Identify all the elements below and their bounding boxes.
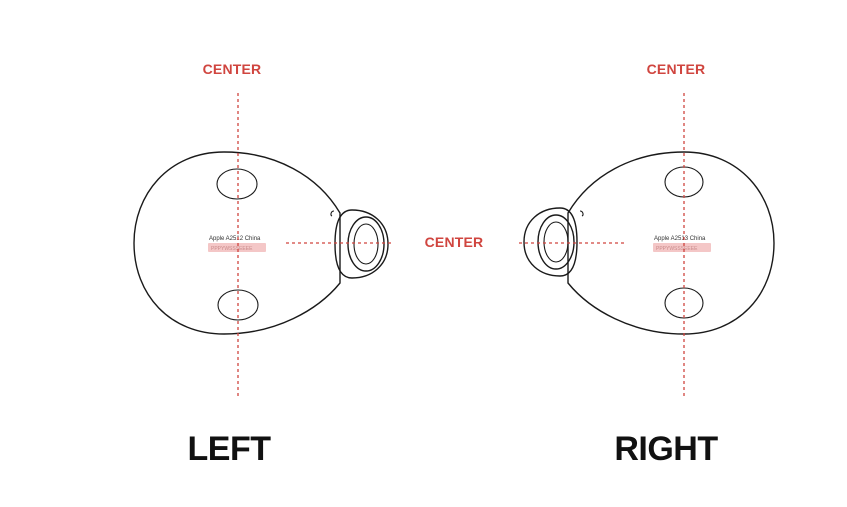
left-earbud-body xyxy=(133,151,341,335)
center-label-left: CENTER xyxy=(203,61,262,77)
left-model-text: Apple A2512 China xyxy=(209,236,261,242)
right-serial-highlight xyxy=(653,243,711,252)
left-vent-mark xyxy=(330,210,335,217)
right-side-label: RIGHT xyxy=(614,430,718,468)
left-sensor-bottom xyxy=(217,289,259,321)
right-vent-mark xyxy=(579,210,584,217)
left-ear-tip xyxy=(334,209,389,279)
left-serial-highlight xyxy=(208,243,266,252)
right-serial-text: PPPYWSSSEEEE xyxy=(656,246,698,252)
right-model-plate: Apple A2513 China PPPYWSSSEEEE xyxy=(653,236,711,252)
left-serial-text: PPPYWSSSEEEE xyxy=(211,246,253,252)
left-sensor-top xyxy=(216,168,258,200)
center-label-right: CENTER xyxy=(647,61,706,77)
center-label-middle: CENTER xyxy=(425,234,484,250)
right-ear-tip xyxy=(523,207,578,277)
left-side-label: LEFT xyxy=(188,430,272,468)
left-earbud: Apple A2512 China PPPYWSSSEEEE xyxy=(133,151,389,335)
left-model-plate: Apple A2512 China PPPYWSSSEEEE xyxy=(208,236,266,252)
right-model-text: Apple A2513 China xyxy=(654,236,706,242)
